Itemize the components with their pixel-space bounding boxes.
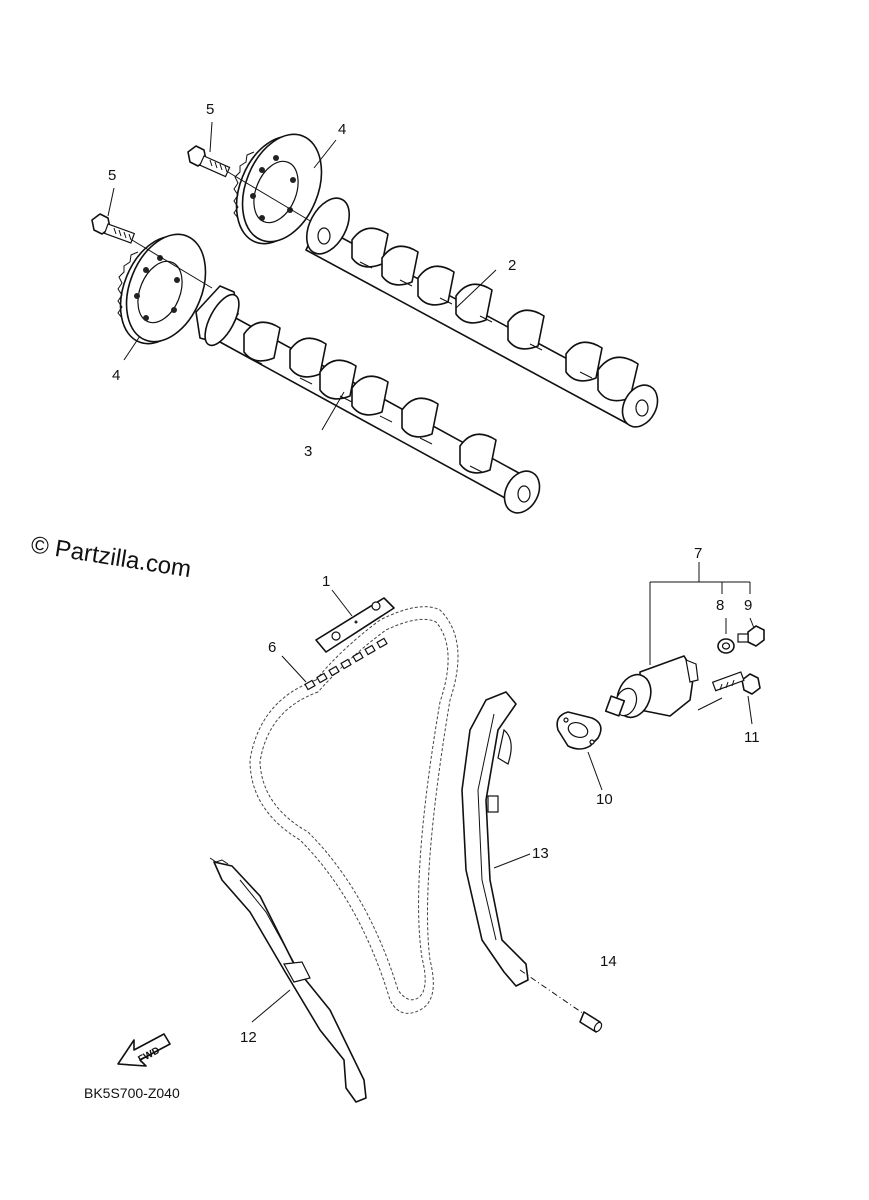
callout-6: 6 xyxy=(268,639,276,656)
tensioner-mount-bolt[interactable] xyxy=(711,671,761,695)
diagram-code: BK5S700-Z040 xyxy=(84,1085,180,1101)
tensioner-cap-bolt[interactable] xyxy=(737,625,765,647)
tensioner-washer[interactable] xyxy=(717,638,735,654)
sprocket-bolt-upper[interactable] xyxy=(187,145,231,178)
camshaft-lower[interactable] xyxy=(195,285,546,519)
callout-2: 2 xyxy=(508,257,516,274)
callout-11: 11 xyxy=(744,729,760,746)
cam-sprocket-lower[interactable] xyxy=(106,223,221,356)
callout-labels: 1 2 3 4 4 5 5 6 7 8 9 10 11 12 13 14 xyxy=(108,101,760,1046)
callout-4-lower: 4 xyxy=(112,367,120,384)
camshaft-upper[interactable] xyxy=(298,191,664,433)
callout-9: 9 xyxy=(744,597,752,614)
guide-pin[interactable] xyxy=(579,1011,603,1033)
chain-guide-top[interactable] xyxy=(315,597,395,653)
chain-guide-left[interactable] xyxy=(209,857,367,1103)
cam-sprocket-upper[interactable] xyxy=(222,123,337,256)
callout-1: 1 xyxy=(322,573,330,590)
callout-14: 14 xyxy=(600,953,617,970)
callout-12: 12 xyxy=(240,1029,257,1046)
leader-lines xyxy=(107,121,755,1023)
callout-4-upper: 4 xyxy=(338,121,346,138)
callout-8: 8 xyxy=(716,597,724,614)
forward-arrow-icon: FWD xyxy=(117,1033,171,1067)
timing-chain[interactable] xyxy=(249,606,459,1014)
sprocket-bolt-lower[interactable] xyxy=(91,213,136,244)
partzilla-watermark: © Partzilla.com xyxy=(29,531,193,583)
tensioner-guide[interactable] xyxy=(461,691,529,987)
cam-chain-tensioner[interactable] xyxy=(604,655,699,722)
callout-13: 13 xyxy=(532,845,549,862)
callout-3: 3 xyxy=(304,443,312,460)
callout-5-lower: 5 xyxy=(108,167,116,184)
callout-5-upper: 5 xyxy=(206,101,214,118)
callout-10: 10 xyxy=(596,791,613,808)
assembly-bracket xyxy=(649,562,751,711)
tensioner-gasket[interactable] xyxy=(556,711,602,750)
callout-7: 7 xyxy=(694,545,702,562)
